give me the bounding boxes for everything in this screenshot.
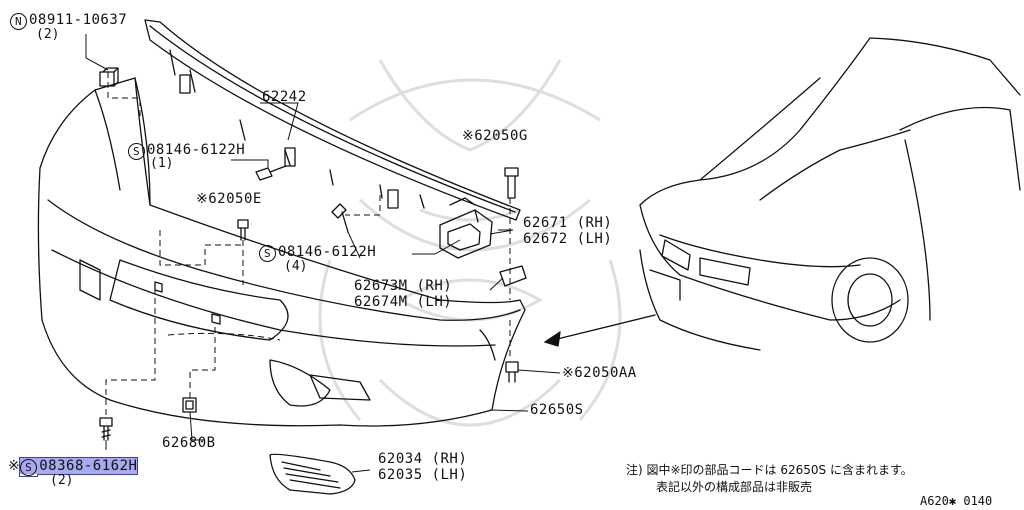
callout-62671-rh[interactable]: 62671 (RH): [523, 215, 613, 231]
callout-62035-lh[interactable]: 62035 (LH): [378, 467, 468, 483]
nut-prefix-icon: N: [10, 13, 27, 30]
screw-62050aa-icon: [506, 362, 518, 382]
screw-08368-icon: [100, 418, 112, 440]
note-line-2: 表記以外の構成部品は非販売: [656, 480, 813, 494]
bumper-fascia: [38, 78, 525, 426]
quantity-08146-4: (4): [284, 259, 308, 274]
leader-lines: [86, 34, 560, 472]
part-number: 08146-6122H: [147, 142, 246, 158]
quantity-08146-1: (1): [150, 156, 174, 171]
bracket-62671-icon: [440, 210, 492, 258]
quantity-08911: (2): [36, 27, 60, 42]
dashed-guides: [106, 72, 510, 415]
callout-62650s[interactable]: 62650S: [530, 402, 584, 418]
callout-62050e[interactable]: ※62050E: [196, 191, 262, 207]
bolt-08146-4-icon: [332, 204, 348, 232]
note-line-1: 注) 図中※印の部品コードは 62650S に含まれます。: [626, 463, 913, 477]
car-illustration: [640, 38, 1020, 350]
callout-62242[interactable]: 62242: [262, 89, 307, 105]
callout-62672-lh[interactable]: 62672 (LH): [523, 231, 613, 247]
callout-62674m-lh[interactable]: 62674M (LH): [354, 294, 453, 310]
screw-prefix-icon: S: [20, 459, 38, 476]
watermark-emblem: [320, 60, 620, 425]
clip-62680b-icon: [183, 398, 196, 412]
quantity-08368: (2): [50, 473, 74, 488]
part-number: 08368-6162H: [39, 458, 138, 474]
callout-62680b[interactable]: 62680B: [162, 435, 216, 451]
screw-prefix-icon: S: [259, 245, 276, 262]
fog-grille-icon: [270, 454, 355, 494]
figure-code: A620✱ 0140: [920, 494, 993, 508]
part-number: 08146-6122H: [278, 244, 377, 260]
screw-prefix-icon: S: [128, 143, 145, 160]
reinforcement-beam: [145, 20, 520, 220]
bracket-62673m-icon: [500, 266, 526, 286]
asterisk-mark: ※: [8, 458, 21, 474]
location-arrow: [545, 315, 655, 346]
callout-62050g[interactable]: ※62050G: [462, 128, 528, 144]
callout-62034-rh[interactable]: 62034 (RH): [378, 451, 468, 467]
bolt-08146-1-icon: [256, 166, 286, 180]
clip-62050g-icon: [505, 168, 518, 198]
callout-62050aa[interactable]: ※62050AA: [562, 365, 637, 381]
part-number: 08911-10637: [29, 12, 128, 28]
callout-62673m-rh[interactable]: 62673M (RH): [354, 278, 453, 294]
